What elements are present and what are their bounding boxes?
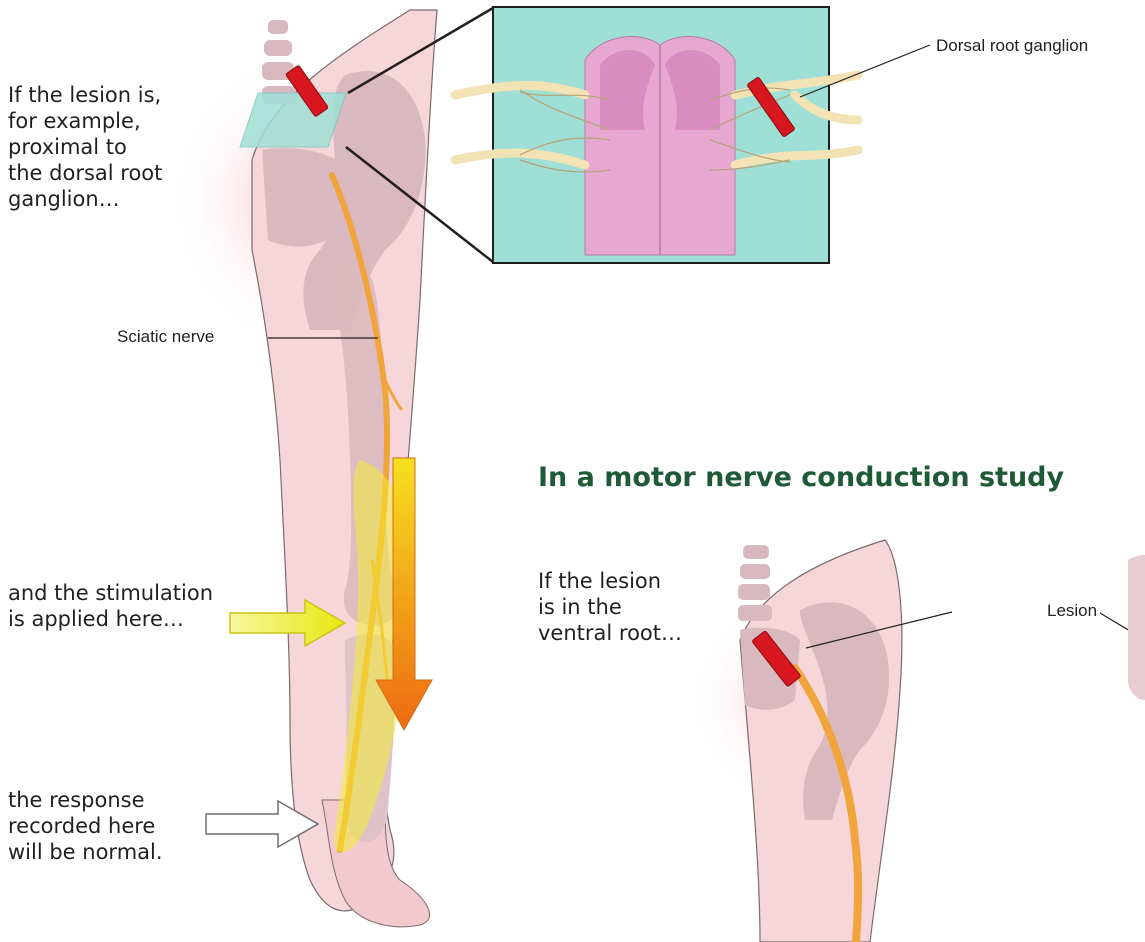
caption-line: the response — [8, 787, 163, 813]
left-leg-figure — [170, 10, 437, 927]
caption-response: the response recorded here will be norma… — [8, 787, 163, 865]
caption-line: recorded here — [8, 813, 163, 839]
caption-line: If the lesion — [538, 568, 682, 594]
caption-line: for example, — [8, 108, 162, 134]
caption-ventral-root: If the lesion is in the ventral root… — [538, 568, 682, 646]
caption-line: is in the — [538, 594, 682, 620]
section-title: In a motor nerve conduction study — [538, 462, 1064, 493]
lesion-plane — [240, 93, 346, 147]
caption-lesion-proximal: If the lesion is, for example, proximal … — [8, 82, 162, 212]
caption-line: the dorsal root — [8, 160, 162, 186]
label-lesion: Lesion — [1044, 601, 1100, 621]
caption-line: ganglion… — [8, 186, 162, 212]
caption-line: is applied here… — [8, 606, 213, 632]
label-sciatic-nerve: Sciatic nerve — [117, 327, 214, 347]
caption-line: and the stimulation — [8, 580, 213, 606]
caption-line: ventral root… — [538, 620, 682, 646]
caption-stimulation: and the stimulation is applied here… — [8, 580, 213, 632]
caption-line: will be normal. — [8, 839, 163, 865]
caption-line: proximal to — [8, 134, 162, 160]
caption-line: If the lesion is, — [8, 82, 162, 108]
partial-figure-right — [1128, 555, 1145, 700]
label-dorsal-root-ganglion: Dorsal root ganglion — [936, 36, 1088, 56]
